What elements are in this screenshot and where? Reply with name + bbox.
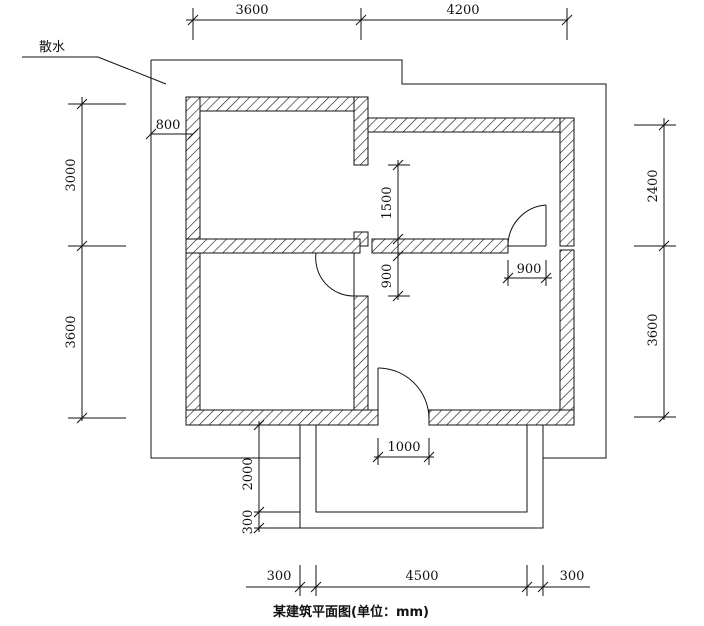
dim-top-left: 3600 (235, 3, 268, 18)
dim-top-right: 4200 (446, 3, 479, 18)
dimension-lines (22, 8, 676, 596)
dim-bottom-300-right: 300 (560, 569, 585, 584)
apron-outline (150, 59, 607, 459)
dim-left-upper: 3000 (64, 158, 79, 191)
dim-bottom-4500: 4500 (405, 569, 438, 584)
dim-right-upper: 2400 (646, 169, 661, 202)
dim-900-vertical: 900 (380, 264, 395, 289)
door-entrance (377, 367, 430, 425)
door-right-top (507, 204, 547, 247)
dim-bottom-300-left: 300 (267, 569, 292, 584)
dim-1500: 1500 (380, 186, 395, 219)
dim-door-1000: 1000 (387, 440, 420, 455)
door-middle (315, 252, 355, 297)
dim-porch-300: 300 (241, 510, 256, 535)
apron-label: 散水 (39, 40, 65, 55)
walls (185, 96, 575, 426)
drawing-caption: 某建筑平面图(单位：mm) (272, 604, 429, 620)
dim-right-lower: 3600 (646, 313, 661, 346)
dim-left-lower: 3600 (64, 315, 79, 348)
dim-800: 800 (156, 118, 181, 133)
dim-porch-2000: 2000 (241, 457, 256, 490)
room-outlines (199, 110, 561, 410)
dim-door-900: 900 (517, 262, 542, 277)
porch (299, 425, 544, 529)
